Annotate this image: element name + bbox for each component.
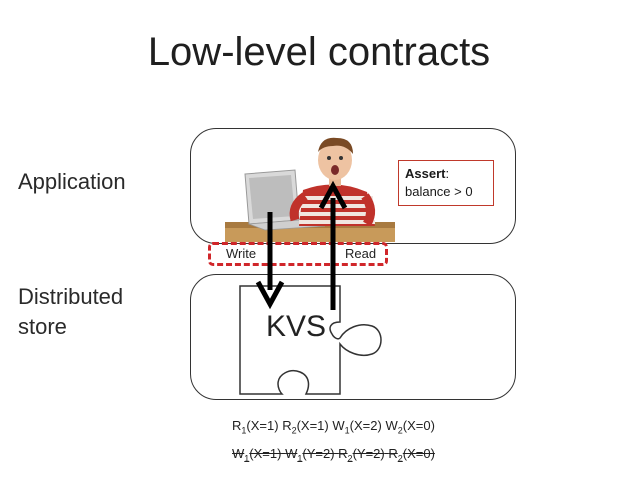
assert-keyword: Assert bbox=[405, 166, 446, 181]
history-op: R2(X=1) bbox=[282, 418, 329, 436]
store-label-line1: Distributed bbox=[18, 284, 124, 309]
op-argument: (Y=2) bbox=[302, 446, 335, 461]
write-label: Write bbox=[226, 246, 257, 261]
history-op: R1(X=1) bbox=[232, 418, 279, 436]
op-letter: R bbox=[388, 446, 398, 461]
op-index: 2 bbox=[397, 425, 403, 436]
op-argument: (X=0) bbox=[402, 446, 435, 461]
op-letter: R bbox=[338, 446, 348, 461]
op-index: 1 bbox=[344, 425, 350, 436]
op-argument: (X=1) bbox=[296, 418, 329, 433]
kvs-puzzle-piece bbox=[239, 285, 382, 395]
op-index: 1 bbox=[241, 425, 247, 436]
op-index: 2 bbox=[291, 425, 297, 436]
op-index: 2 bbox=[347, 453, 353, 464]
op-argument: (X=2) bbox=[349, 418, 382, 433]
application-label: Application bbox=[18, 169, 126, 194]
child-laptop-illustration bbox=[225, 137, 395, 242]
kvs-label: KVS bbox=[266, 310, 327, 343]
op-letter: W bbox=[285, 446, 298, 461]
history-op: W2(X=0) bbox=[385, 418, 435, 436]
store-label: Distributed store bbox=[18, 282, 123, 342]
assert-condition: balance > 0 bbox=[405, 184, 473, 199]
op-letter: W bbox=[385, 418, 398, 433]
op-letter: W bbox=[332, 418, 345, 433]
history-op: R2(X=0) bbox=[388, 446, 435, 464]
history-line-2: W1(X=1) W1(Y=2) R2(Y=2) R2(X=0) bbox=[232, 446, 435, 464]
history-op: W1(X=2) bbox=[332, 418, 382, 436]
op-letter: W bbox=[232, 446, 245, 461]
op-index: 2 bbox=[397, 453, 403, 464]
op-index: 1 bbox=[244, 453, 250, 464]
history-op: W1(X=1) bbox=[232, 446, 282, 464]
store-label-line2: store bbox=[18, 314, 67, 339]
op-letter: R bbox=[282, 418, 292, 433]
slide-title: Low-level contracts bbox=[147, 30, 491, 74]
operations-boundary bbox=[208, 242, 388, 266]
history-op: R2(Y=2) bbox=[338, 446, 385, 464]
history-op: W1(Y=2) bbox=[285, 446, 335, 464]
op-letter: R bbox=[232, 418, 242, 433]
assert-box: Assert: balance > 0 bbox=[398, 160, 494, 206]
op-index: 1 bbox=[297, 453, 303, 464]
op-argument: (X=1) bbox=[246, 418, 279, 433]
assert-colon: : bbox=[445, 166, 450, 181]
op-argument: (X=0) bbox=[402, 418, 435, 433]
history-line-1: R1(X=1) R2(X=1) W1(X=2) W2(X=0) bbox=[232, 418, 435, 436]
op-argument: (Y=2) bbox=[352, 446, 385, 461]
op-argument: (X=1) bbox=[249, 446, 282, 461]
read-label: Read bbox=[345, 246, 377, 261]
